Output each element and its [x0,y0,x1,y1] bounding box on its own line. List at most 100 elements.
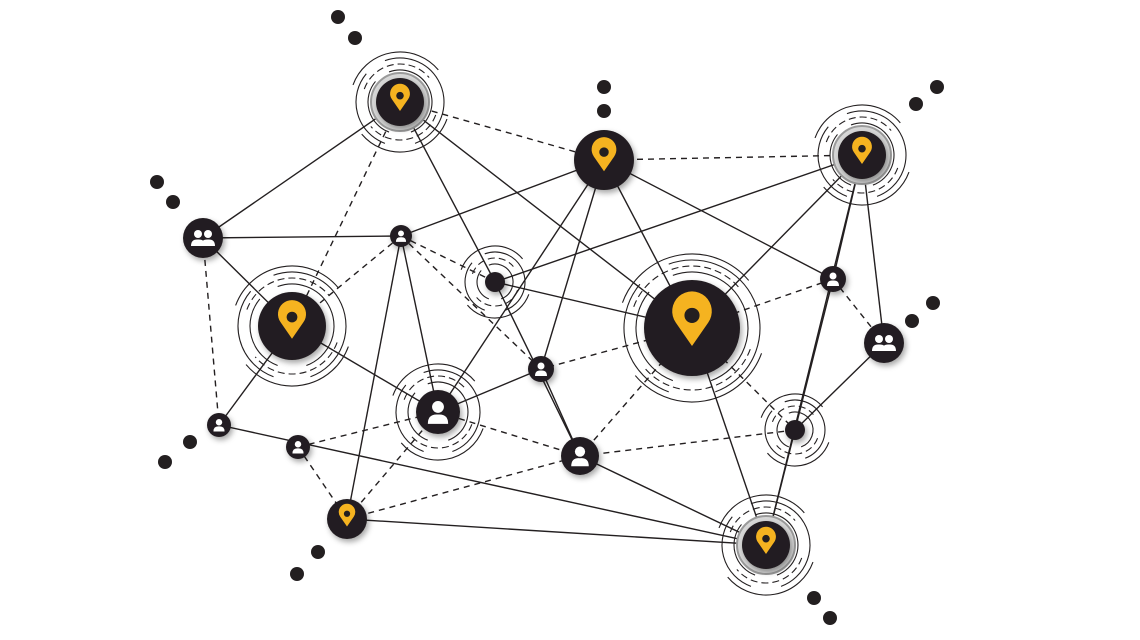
user-icon [535,362,547,376]
decorative-dot [331,10,345,24]
signal-ring [467,294,530,319]
decorative-dot [807,591,821,605]
user-node[interactable] [392,363,484,461]
signal-ring [754,512,795,530]
signal-ring [306,304,335,366]
signal-ring [384,57,439,81]
location-pin-node[interactable] [718,494,814,596]
connection-dashed [346,455,581,520]
dot-node[interactable] [460,245,530,319]
node-circle [485,272,505,292]
map-pin-icon [277,300,307,339]
decorative-dot [905,314,919,328]
connection-solid [540,159,605,370]
user-node[interactable] [286,435,310,459]
signal-ring [254,342,338,375]
signal-ring [780,522,811,587]
signal-ring [488,263,512,274]
user-node[interactable] [528,356,554,382]
signal-ring [427,381,465,398]
signal-ring [672,271,741,301]
signal-ring [505,266,526,311]
signal-ring [249,298,278,366]
user-icon [213,419,225,432]
signal-ring [388,69,429,87]
signal-ring [727,561,814,596]
signal-ring [825,116,892,143]
signal-ring [273,271,340,300]
signal-ring [721,516,752,587]
connection-dashed [603,154,863,161]
user-node[interactable] [820,266,846,292]
signal-ring [352,51,439,86]
signal-ring [736,557,803,584]
map-pin-icon [390,83,410,111]
signal-ring [876,132,907,197]
user-node[interactable] [390,225,412,247]
signal-ring [634,353,763,403]
location-pin-node[interactable] [814,104,910,206]
signal-ring [476,290,519,307]
decorative-dot [930,80,944,94]
signal-ring [237,290,274,378]
user-node[interactable] [561,437,599,475]
signal-ring [633,265,740,307]
connection-solid [794,342,885,431]
decorative-dot [909,97,923,111]
connection-dashed [291,235,402,327]
connection-solid [437,159,605,413]
connection-solid [400,159,605,237]
location-pin-node[interactable] [352,51,448,153]
connection-dashed [399,101,605,161]
signal-ring [668,259,752,295]
map-pin-icon [338,503,356,527]
decorative-dot [823,611,837,625]
signal-ring [410,85,433,133]
group-node[interactable] [183,218,223,258]
signal-ring [715,293,761,393]
decorative-dot [166,195,180,209]
decorative-dot [183,435,197,449]
signal-ring [814,104,901,139]
signal-ring [246,277,330,310]
location-pin-node[interactable] [621,253,763,403]
connection-solid [399,101,496,283]
signal-ring [484,251,522,268]
user-node[interactable] [207,413,231,437]
signal-ring [733,524,756,576]
user-icon [292,441,304,454]
connection-dashed [437,411,581,457]
signal-ring [310,298,347,378]
signal-ring [760,393,823,418]
connection-dashed [202,237,220,426]
signal-ring [395,384,424,452]
signal-ring [729,506,796,533]
signal-ring [800,420,814,448]
signal-ring [846,110,901,134]
signal-ring [776,418,790,448]
dot-node[interactable] [760,393,830,467]
location-pin-node[interactable] [235,265,349,387]
signal-ring [823,171,910,206]
signal-ring [400,428,484,461]
signal-ring [621,253,750,303]
signal-ring [407,392,428,441]
decorative-dots [150,10,944,625]
location-pin-node[interactable] [327,499,367,539]
signal-ring [776,438,819,455]
signal-ring [623,283,669,393]
decorative-dot [311,545,325,559]
signal-ring [750,500,805,524]
group-node[interactable] [864,323,904,363]
user-icon [395,230,407,242]
connection-dashed [297,411,439,448]
signal-ring [805,414,826,459]
signal-ring [832,167,899,194]
map-pin-icon [672,291,712,346]
location-pin-node[interactable] [574,130,634,190]
connection-solid [218,424,767,546]
signal-ring [764,410,785,459]
decorative-dot [150,175,164,189]
signal-ring [363,63,430,90]
